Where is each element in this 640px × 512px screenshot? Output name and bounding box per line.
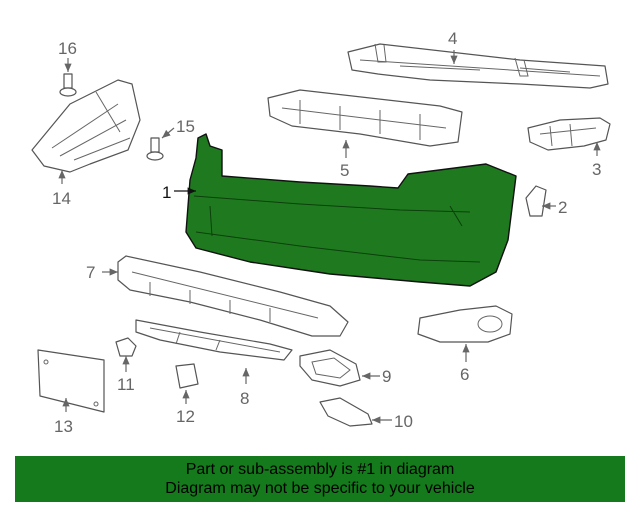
part-12-plug — [175, 363, 199, 389]
part-1-bumper-cover — [185, 133, 517, 287]
part-3-bracket — [527, 117, 611, 151]
leader-lines — [58, 50, 601, 424]
callout-12: 12 — [176, 407, 195, 426]
part-9-trim-ring — [299, 349, 361, 387]
part-4-reinforcement-beam — [347, 43, 609, 89]
part-5-energy-absorber — [267, 89, 463, 147]
bumper-cover-shape — [185, 133, 517, 287]
callout-2: 2 — [558, 198, 567, 217]
callout-9: 9 — [382, 367, 391, 386]
callout-15: 15 — [176, 117, 195, 136]
banner-line-1: Part or sub-assembly is #1 in diagram — [185, 461, 455, 478]
callout-3: 3 — [592, 160, 601, 179]
callout-4: 4 — [448, 29, 457, 48]
callout-16: 16 — [58, 39, 77, 58]
part-11-clip — [115, 337, 137, 357]
part-14-splash-shield — [31, 79, 141, 173]
part-10-trim — [319, 397, 373, 427]
callout-5: 5 — [340, 161, 349, 180]
part-7-lower-support — [117, 255, 349, 337]
banner-line-2: Diagram may not be specific to your vehi… — [165, 480, 475, 497]
callout-11: 11 — [117, 375, 135, 394]
info-banner: Part or sub-assembly is #1 in diagram Di… — [15, 456, 625, 502]
part-6-fog-bezel — [417, 305, 513, 343]
part-15-push-pin — [146, 137, 164, 161]
callout-14: 14 — [52, 189, 71, 208]
part-2-clip — [525, 185, 547, 217]
callout-7: 7 — [86, 263, 95, 282]
part-13-license-bracket — [37, 349, 105, 413]
part-16-push-pin — [59, 73, 77, 97]
callout-8: 8 — [240, 389, 249, 408]
callout-10: 10 — [394, 412, 413, 431]
callout-13: 13 — [54, 417, 73, 436]
callouts: 1 2 3 4 5 6 7 8 9 10 11 12 13 14 15 16 — [52, 29, 601, 436]
parts-diagram: 1 2 3 4 5 6 7 8 9 10 11 12 13 14 15 16 — [31, 29, 611, 436]
callout-1: 1 — [162, 183, 171, 202]
part-8-lower-grille — [135, 319, 293, 361]
callout-6: 6 — [460, 365, 469, 384]
